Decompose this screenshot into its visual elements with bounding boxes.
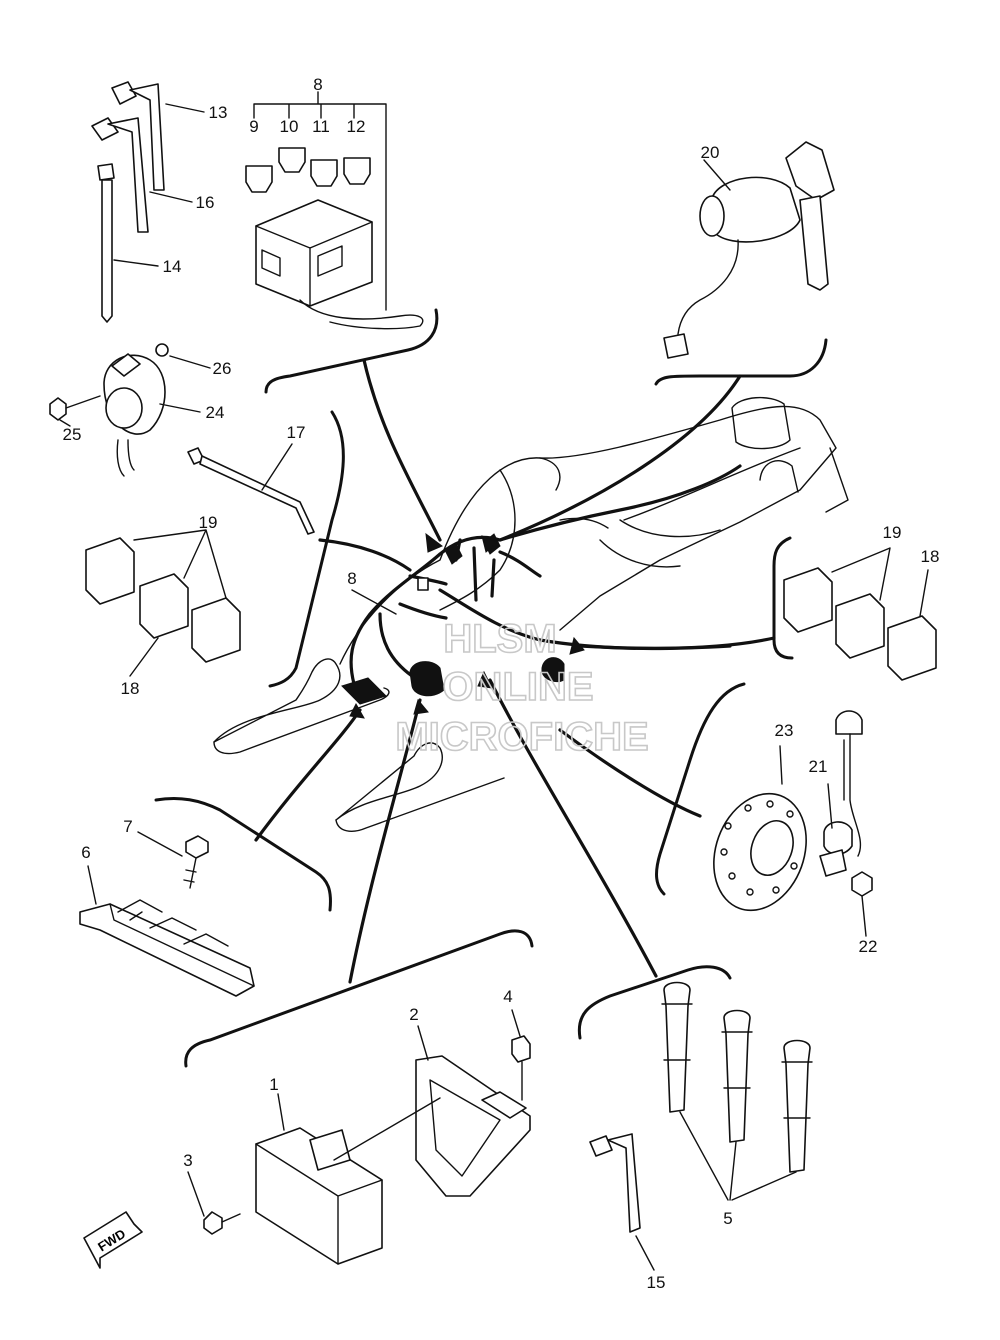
part-label-4: 4 [503, 987, 512, 1006]
part-label-19-right: 19 [883, 523, 902, 542]
part-label-7: 7 [123, 817, 132, 836]
part-label-20: 20 [701, 143, 720, 162]
horn-group [49, 343, 211, 477]
group-braces [154, 308, 828, 1068]
part-label-1: 1 [269, 1075, 278, 1094]
fwd-arrow [83, 1211, 143, 1269]
part-label-10: 10 [280, 117, 299, 136]
part-label-13: 13 [209, 103, 228, 122]
part-label-9: 9 [249, 117, 258, 136]
cdi-heatsink-group [79, 831, 255, 997]
cable-tie-17 [187, 443, 315, 535]
part-label-19-left: 19 [199, 513, 218, 532]
cable-ties-group [91, 81, 205, 323]
part-label-11: 11 [312, 117, 330, 136]
part-label-25: 25 [63, 425, 82, 444]
fuse-box-group [245, 91, 424, 330]
part-label-6: 6 [81, 843, 90, 862]
part-label-3: 3 [183, 1151, 192, 1170]
part-label-16: 16 [196, 193, 215, 212]
relays-right-group [783, 547, 937, 681]
part-label-26: 26 [213, 359, 232, 378]
pickup-rotor-group [713, 710, 873, 937]
watermark-line-2: ONLINE [442, 665, 593, 709]
watermark-line-3: MICROFICHE [395, 715, 648, 759]
part-label-21: 21 [809, 757, 828, 776]
part-label-15: 15 [647, 1273, 666, 1292]
part-label-24: 24 [206, 403, 225, 422]
part-label-23: 23 [775, 721, 794, 740]
ignition-switch-group [663, 141, 835, 359]
ignition-coils-group [589, 981, 813, 1271]
relays-left-group [85, 529, 241, 677]
part-label-12: 12 [347, 117, 366, 136]
watermark: HLSM ONLINE MICROFICHE [395, 616, 650, 760]
part-label-8: 8 [313, 75, 322, 94]
bracket-group [415, 1009, 531, 1197]
part-label-18-right: 18 [921, 547, 940, 566]
snowmobile-body [213, 397, 849, 832]
part-label-17: 17 [287, 423, 306, 442]
watermark-line-1: HLSM [443, 617, 556, 661]
part-label-8-center: 8 [347, 569, 356, 588]
part-label-2: 2 [409, 1005, 418, 1024]
part-label-5: 5 [723, 1209, 732, 1228]
part-number-labels: 8 9 10 11 12 13 16 14 20 26 24 25 17 19 … [63, 75, 940, 1292]
cdi-unit-group [187, 1093, 441, 1265]
part-label-22: 22 [859, 937, 878, 956]
part-label-14: 14 [163, 257, 182, 276]
part-label-18-left: 18 [121, 679, 140, 698]
